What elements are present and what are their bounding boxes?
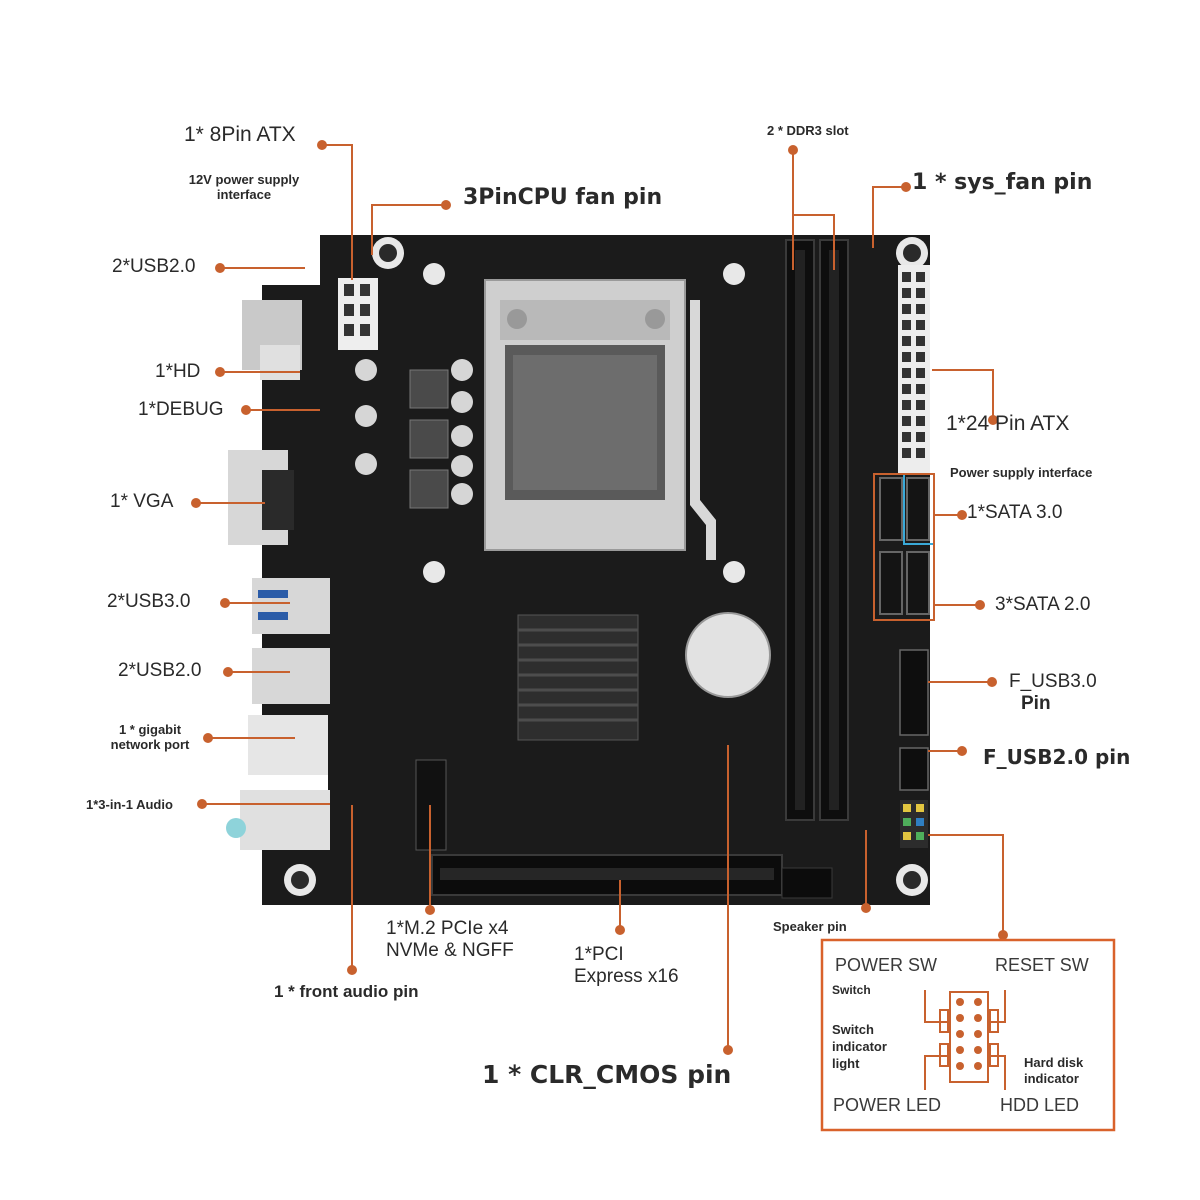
label-gigabit-line2: network port [110,737,190,752]
label-gigabit: 1 * gigabit network port [95,722,205,752]
cmos-battery [685,612,771,698]
label-psu12v-line1: 12V power supply [188,172,300,187]
label-speaker: Speaker pin [773,919,847,934]
label-usb20-mid: 2*USB2.0 [118,660,202,681]
callout-lines [196,144,1004,1050]
label-sata3: 1*SATA 3.0 [967,502,1063,523]
pcie-x16-slot [431,854,833,899]
mounting-holes [284,237,928,896]
label-audio: 1*3-in-1 Audio [86,797,173,812]
label-fusb3: F_USB3.0 Pin [1009,671,1097,715]
label-m2-line2: NVMe & NGFF [386,940,514,961]
front-panel-pinout-box [820,938,1116,1132]
label-ddr3: 2 * DDR3 slot [767,123,849,138]
label-fusb3-line1: F_USB3.0 [1009,671,1097,692]
panel-switch-indicator-line1: Switch [832,1022,874,1037]
label-psu-iface: Power supply interface [950,465,1093,480]
panel-switch-indicator-line3: light [832,1056,860,1071]
label-pcie-line2: Express x16 [574,966,679,987]
label-m2-line1: 1*M.2 PCIe x4 [386,918,509,939]
label-sata2: 3*SATA 2.0 [995,594,1091,615]
label-front-audio: 1 * front audio pin [274,982,419,1001]
ram-slots [785,239,849,821]
label-fusb3-line2: Pin [1021,693,1051,714]
panel-hdd-indicator-line2: indicator [1024,1071,1079,1086]
label-cpu-fan: 3PinCPU fan pin [463,185,663,210]
panel-switch: Switch [832,983,871,997]
sata-highlight-boxes [873,473,935,621]
atx24-connector [898,265,930,475]
panel-hdd-indicator: Hard disk indicator [1024,1055,1083,1087]
label-atx24: 1*24 Pin ATX [946,412,1070,435]
panel-power-sw: POWER SW [835,955,937,975]
label-clr-cmos: 1 * CLR_CMOS pin [482,1060,732,1089]
panel-hdd-led: HDD LED [1000,1095,1080,1115]
label-usb30: 2*USB3.0 [107,591,191,612]
panel-reset-sw: RESET SW [995,955,1089,975]
label-vga: 1* VGA [110,491,174,512]
panel-switch-indicator-line2: indicator [832,1039,887,1054]
io-ports [226,300,330,850]
front-panel-pins [900,800,928,848]
label-sys-fan: 1 * sys_fan pin [912,170,1093,195]
label-m2: 1*M.2 PCIe x4 NVMe & NGFF [386,918,514,962]
chipset-heatsink [517,614,639,741]
label-pcie-line1: 1*PCI [574,944,624,965]
label-debug: 1*DEBUG [138,399,224,420]
cpu-socket [484,279,716,560]
label-hd: 1*HD [155,361,201,382]
motherboard [226,235,930,905]
label-psu12v: 12V power supply interface [175,172,313,202]
label-fusb2: F_USB2.0 pin [983,745,1131,769]
label-usb20-top: 2*USB2.0 [112,256,196,277]
sata-ports [879,477,930,615]
usb-headers [899,649,929,791]
panel-switch-indicator: Switch indicator light [832,1021,887,1072]
vrm-components [338,278,473,509]
label-gigabit-line1: 1 * gigabit [118,722,182,737]
panel-power-led: POWER LED [833,1095,942,1115]
label-pcie: 1*PCI Express x16 [574,944,679,988]
callout-dots [191,140,1008,1055]
label-atx8: 1* 8Pin ATX [184,123,296,146]
label-psu12v-line2: interface [216,187,272,202]
panel-hdd-indicator-line1: Hard disk [1024,1055,1084,1070]
